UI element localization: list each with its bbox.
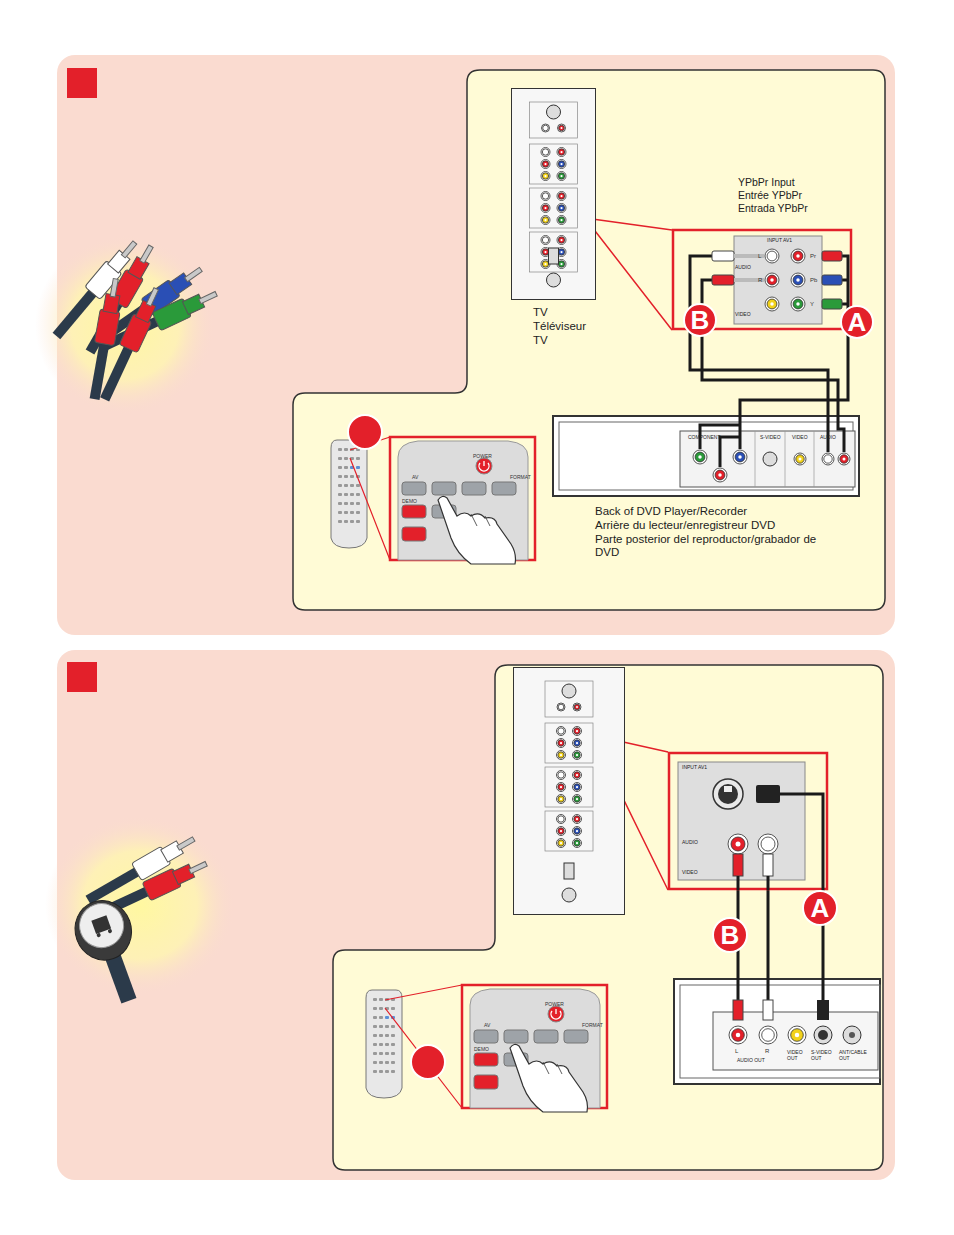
port-label: R: [758, 277, 762, 283]
panel-text: COMPONENT: [688, 435, 721, 441]
panel-text: VIDEO: [735, 312, 751, 318]
panel-art: [673, 978, 880, 1085]
callout-letter: A: [848, 309, 867, 335]
callout-letter: A: [811, 895, 830, 921]
panel-text: Parte posterior del reproductor/grabador…: [595, 533, 840, 559]
panel-text: VIDEO: [792, 435, 808, 441]
panel-text: TV: [533, 306, 548, 319]
device-panel: AUDIO OUT VIDEO OUT S-VIDEO OUT ANT/CABLE O…: [673, 978, 880, 1085]
panel-text: INPUT AV1: [767, 238, 792, 244]
port-label: AV: [412, 475, 418, 480]
panel-text: Arrière du lecteur/enregistreur DVD: [595, 519, 775, 532]
port-label: AV: [484, 1023, 490, 1028]
panel-text: TV: [533, 334, 548, 347]
port-label: R: [765, 1048, 769, 1054]
port-label: FORMAT: [510, 475, 531, 480]
port-label: POWER: [545, 1002, 564, 1007]
panel-text: AUDIO: [820, 435, 836, 441]
device-panel: INPUT AV1AUDIO VIDEO: [668, 752, 828, 890]
panel-art: [511, 88, 601, 350]
callout-circle: B: [683, 303, 717, 337]
panel-text: Téléviseur: [533, 320, 586, 333]
panel-text: YPbPr Input: [738, 176, 795, 188]
port-label: Y: [810, 301, 814, 307]
panel-text: Entrée YPbPr: [738, 189, 802, 201]
cable-connector: [690, 330, 828, 415]
callout-letter: B: [721, 922, 740, 948]
panel-text: AUDIO: [735, 265, 751, 271]
callout-circle: B: [712, 917, 748, 953]
panel-text: INPUT AV1: [682, 765, 707, 771]
port-label: L: [758, 253, 761, 259]
port-label: FORMAT: [582, 1023, 603, 1028]
port-label: DEMO: [402, 499, 417, 504]
panel-text: AUDIO OUT: [737, 1058, 765, 1064]
callout-circle: A: [840, 305, 874, 339]
port-label: L: [735, 1048, 738, 1054]
port-label: Pb: [810, 277, 817, 283]
port-label: Pr: [810, 253, 816, 259]
panel-text: VIDEO: [682, 870, 698, 876]
device-panel: Back of DVD Player/RecorderArrière du le…: [552, 415, 860, 575]
panel-text: Back of DVD Player/Recorder: [595, 505, 747, 518]
panel-text: S-VIDEO: [760, 435, 781, 441]
callout-letter: B: [691, 307, 710, 333]
panel-text: AUDIO: [682, 840, 698, 846]
panel-text: VIDEO OUT: [787, 1050, 807, 1062]
device-panel: TVTéléviseurTV: [511, 88, 601, 350]
port-label: POWER: [473, 454, 492, 459]
panel-text: S-VIDEO OUT: [811, 1050, 835, 1062]
panel-text: Entrada YPbPr: [738, 202, 808, 214]
port-label: DEMO: [474, 1047, 489, 1052]
cable-connector: [740, 330, 848, 415]
panel-text: ANT/CABLE OUT: [839, 1050, 867, 1062]
callout-circle: A: [802, 890, 838, 926]
